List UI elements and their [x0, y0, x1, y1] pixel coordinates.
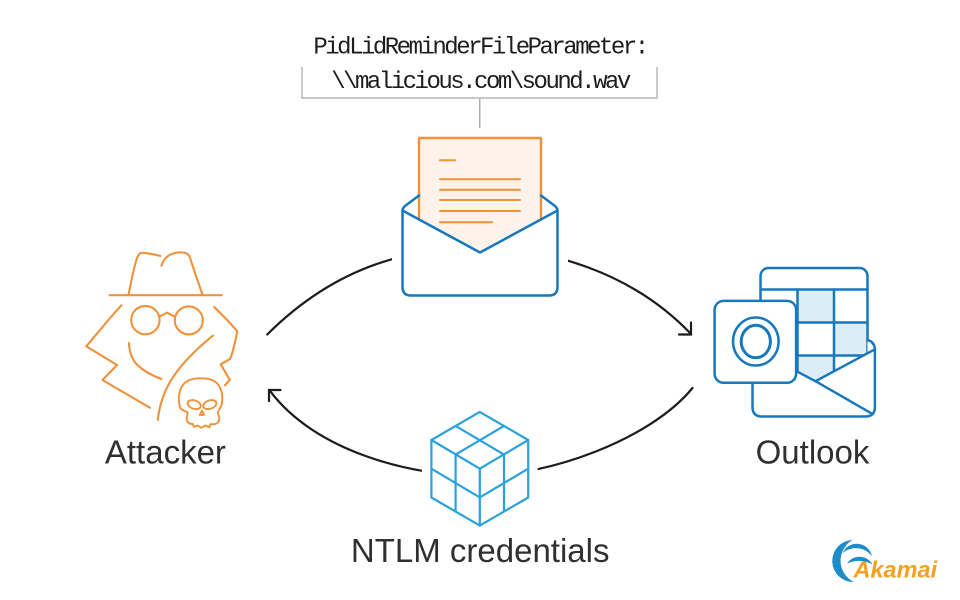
svg-text:Outlook: Outlook — [756, 433, 870, 470]
svg-text:PidLidReminderFileParameter:: PidLidReminderFileParameter: — [313, 35, 646, 62]
svg-text:\\malicious.com\sound.wav: \\malicious.com\sound.wav — [331, 69, 631, 96]
svg-text:NTLM credentials: NTLM credentials — [351, 532, 610, 569]
svg-text:Akamai: Akamai — [853, 557, 938, 583]
svg-text:Attacker: Attacker — [105, 434, 226, 471]
